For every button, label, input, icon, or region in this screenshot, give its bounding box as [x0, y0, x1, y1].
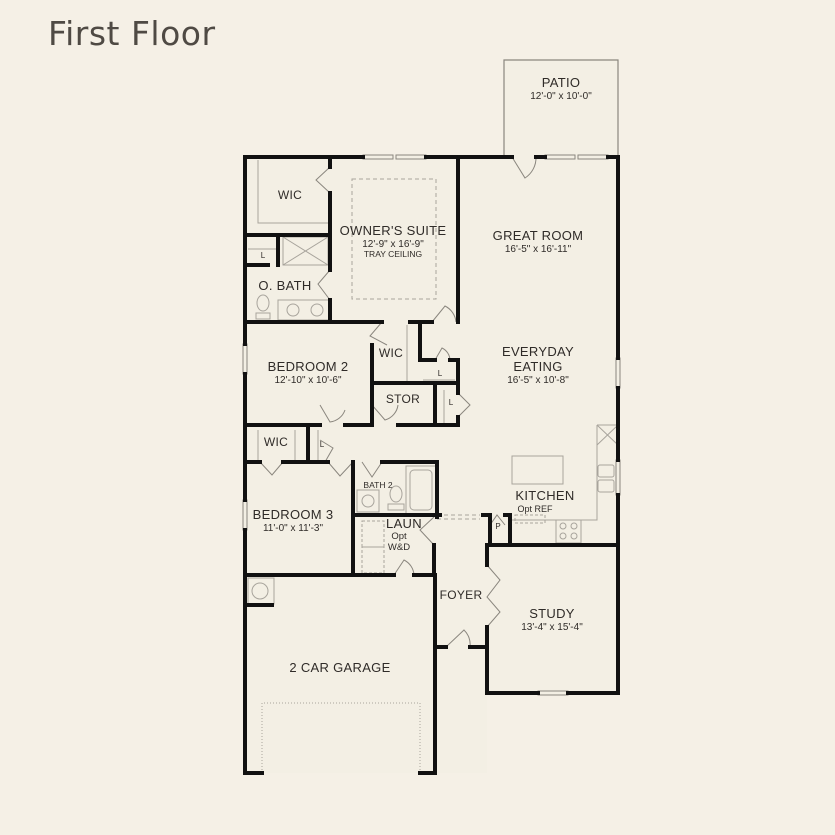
room-name: KITCHEN — [515, 488, 575, 503]
room-garage: 2 CAR GARAGE — [289, 660, 391, 676]
linen-label: L — [437, 369, 443, 378]
patio-outline — [503, 59, 619, 157]
room-dimensions: 11'-0" x 11'-3" — [262, 522, 324, 534]
room-name: 2 CAR GARAGE — [289, 660, 391, 675]
room-name: PATIO — [541, 75, 581, 90]
room-name: STOR — [385, 392, 421, 406]
room-dimensions: 16'-5" x 16'-11" — [504, 243, 572, 255]
room-dimensions: 13'-4" x 15'-4" — [521, 621, 583, 633]
linen-label: L — [260, 251, 266, 260]
room-dimensions: 12'-0" x 10'-0" — [530, 90, 592, 102]
pantry-label: P — [495, 522, 501, 531]
room-note: TRAY CEILING — [363, 249, 423, 260]
room-name: GREAT ROOM — [492, 228, 584, 243]
room-study: STUDY 13'-4" x 15'-4" — [521, 606, 583, 633]
room-name: WIC — [263, 435, 289, 449]
room-storage: STOR — [385, 392, 421, 407]
room-name: WIC — [378, 346, 404, 360]
room-patio: PATIO 12'-0" x 10'-0" — [530, 75, 592, 102]
linen-label: L — [448, 398, 454, 407]
room-name: WIC — [277, 188, 303, 202]
room-name: EVERYDAY — [501, 344, 575, 359]
room-name: O. BATH — [258, 278, 312, 293]
linen-label: L — [319, 440, 325, 449]
room-name: BEDROOM 2 — [267, 359, 349, 374]
room-owners-suite: OWNER'S SUITE 12'-9" x 16'-9" TRAY CEILI… — [339, 223, 447, 260]
room-bedroom-3: BEDROOM 3 11'-0" x 11'-3" — [252, 507, 334, 534]
room-owner-bath: O. BATH — [258, 278, 312, 294]
room-name: BATH 2 — [363, 480, 393, 490]
room-name: FOYER — [439, 588, 483, 602]
room-bedroom-2: BEDROOM 2 12'-10" x 10'-6" — [267, 359, 349, 386]
room-wic-bedroom-2: WIC — [378, 346, 404, 361]
room-note: Opt — [391, 530, 407, 542]
room-name: OWNER'S SUITE — [339, 223, 447, 238]
room-name: LAUN — [386, 516, 422, 531]
room-name: STUDY — [529, 606, 575, 621]
room-everyday-eating: EVERYDAY EATING 16'-5" x 10'-8" — [501, 344, 575, 386]
room-dimensions: 12'-10" x 10'-6" — [274, 374, 342, 386]
walls — [243, 155, 620, 775]
room-wic-owner: WIC — [277, 188, 303, 203]
room-note-line-2: W&D — [387, 541, 411, 553]
room-bath-2: BATH 2 — [363, 480, 393, 491]
room-note: Opt REF — [517, 503, 553, 514]
room-name-line-2: EATING — [513, 358, 563, 374]
room-dimensions: 12'-9" x 16'-9" — [362, 238, 424, 250]
room-great-room: GREAT ROOM 16'-5" x 16'-11" — [492, 228, 584, 255]
room-kitchen: KITCHEN Opt REF — [515, 488, 575, 514]
windows — [242, 154, 621, 696]
room-foyer: FOYER — [439, 588, 483, 603]
floor-fill — [245, 60, 618, 773]
room-wic-bedroom-3: WIC — [263, 435, 289, 450]
page-title: First Floor — [48, 14, 216, 53]
room-name: BEDROOM 3 — [252, 507, 334, 522]
room-laundry: LAUN Opt W&D — [386, 516, 422, 554]
room-dimensions: 16'-5" x 10'-8" — [507, 374, 569, 386]
